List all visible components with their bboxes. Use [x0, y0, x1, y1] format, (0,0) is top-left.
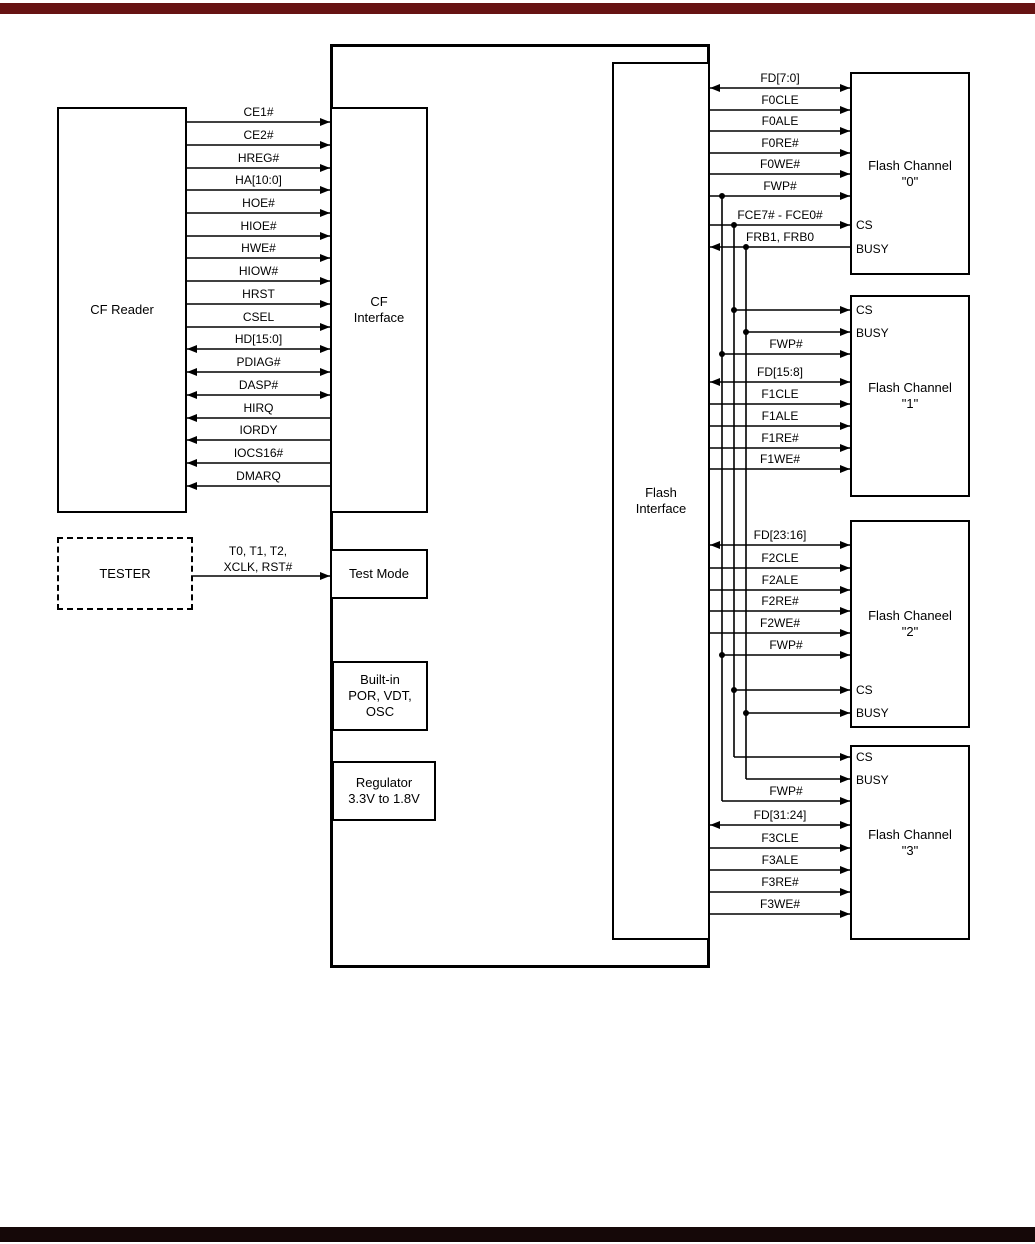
flash-channel-3-block: Flash Channel "3" — [850, 745, 970, 940]
tester-block: TESTER — [57, 537, 193, 610]
cf-reader-block: CF Reader — [57, 107, 187, 513]
cf-reader-label: CF Reader — [90, 302, 154, 317]
bottom-bar — [0, 1227, 1035, 1242]
flash-channel-0-block: Flash Channel "0" — [850, 72, 970, 275]
regulator-block: Regulator 3.3V to 1.8V — [332, 761, 436, 821]
flash-channel-0-label: Flash Channel "0" — [868, 157, 952, 189]
flash-channel-1-label: Flash Channel "1" — [868, 380, 952, 411]
test-mode-label: Test Mode — [349, 566, 409, 581]
por-vdt-osc-block: Built-in POR, VDT, OSC — [332, 661, 428, 731]
flash-channel-2-block: Flash Chaneel "2" — [850, 520, 970, 728]
cf-interface-block: CF Interface — [330, 107, 428, 513]
flash-channel-3-label: Flash Channel "3" — [868, 826, 952, 858]
top-bar — [0, 3, 1035, 14]
tester-label: TESTER — [99, 565, 151, 581]
flash-interface-label: Flash Interface — [635, 485, 687, 516]
por-vdt-osc-label: Built-in POR, VDT, OSC — [348, 672, 412, 719]
flash-interface-block: Flash Interface — [612, 62, 710, 940]
cf-interface-label: CF Interface — [353, 294, 405, 325]
test-mode-block: Test Mode — [330, 549, 428, 599]
tester-signals-label: T0, T1, T2, XCLK, RST# — [223, 544, 293, 574]
flash-channel-1-block: Flash Channel "1" — [850, 295, 970, 497]
flash-channel-2-label: Flash Chaneel "2" — [868, 608, 952, 639]
regulator-label: Regulator 3.3V to 1.8V — [348, 775, 420, 806]
